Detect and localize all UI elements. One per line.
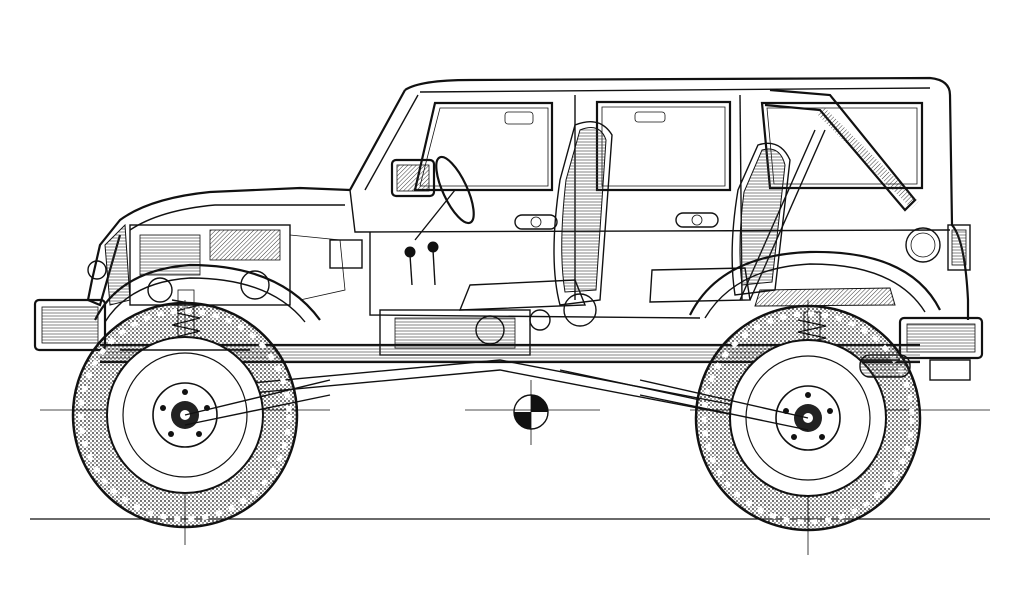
center-of-gravity-marker [513,394,549,430]
exhaust-muffler [859,354,911,378]
front-bumper [33,298,107,352]
driveshaft [229,359,761,421]
rear-seat [649,142,791,303]
door-handle-rear [675,212,719,228]
front-grille [86,223,131,307]
tail-light [947,224,971,271]
body-shell [90,76,970,320]
window-front-door [413,101,554,192]
door-handle-front [514,214,558,230]
side-mirror [390,158,436,198]
window-rear-door [595,100,732,192]
front-fender [94,263,321,323]
front-seat [458,121,613,311]
fuel-cap [905,227,941,263]
shift-levers [404,241,439,286]
window-rear-quarter [760,101,924,190]
rear-fender [689,250,941,319]
engine-block [129,224,363,306]
front-axle-links [120,349,331,426]
steering-wheel [414,155,475,241]
